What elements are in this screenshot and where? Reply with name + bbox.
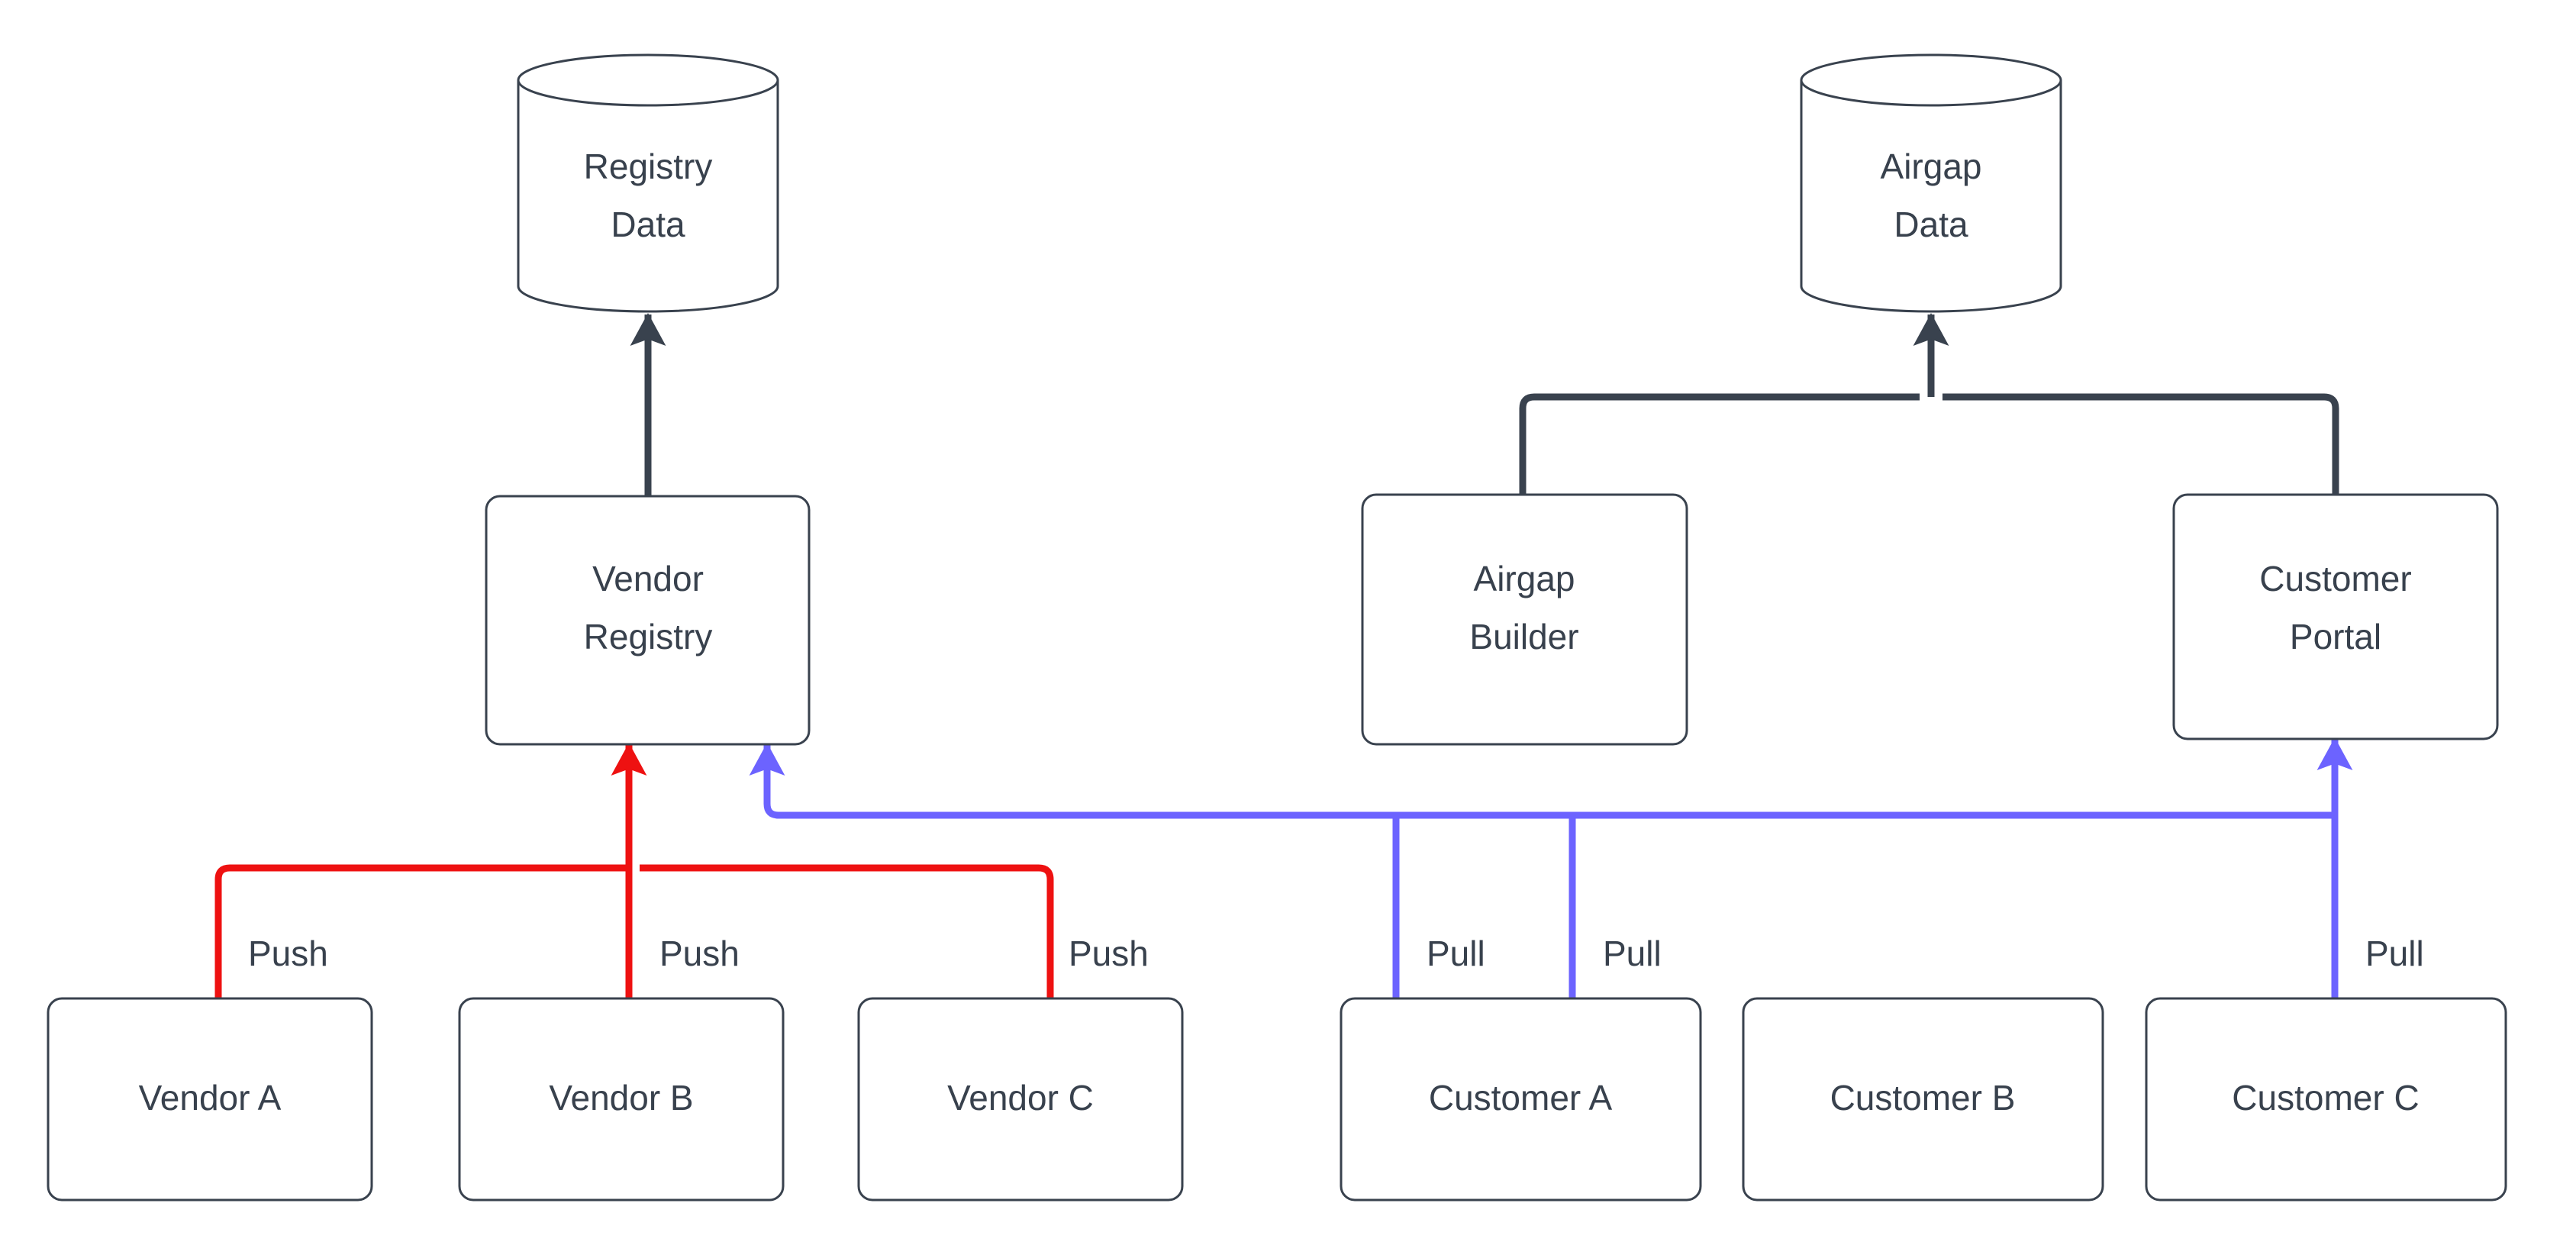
edge-push-bus bbox=[214, 743, 1054, 998]
node-customer-b[interactable]: Customer B bbox=[1742, 997, 2104, 1202]
node-registry-data[interactable]: Registry Data bbox=[517, 53, 779, 313]
airgap-data-label-line1: Airgap bbox=[1881, 147, 1982, 186]
node-customer-portal[interactable]: Customer Portal bbox=[2172, 493, 2499, 740]
node-customer-a[interactable]: Customer A bbox=[1340, 997, 1702, 1202]
node-vendor-a[interactable]: Vendor A bbox=[47, 997, 373, 1202]
customer-a-label: Customer A bbox=[1429, 1078, 1613, 1118]
vendor-registry-label-line1: Vendor bbox=[592, 559, 704, 598]
customer-c-label: Customer C bbox=[2232, 1078, 2419, 1118]
airgap-builder-label-line2: Builder bbox=[1469, 617, 1578, 656]
edge-airgap-builder-to-airgap-data bbox=[1519, 393, 1920, 495]
airgap-data-label-line2: Data bbox=[1894, 205, 1968, 244]
node-vendor-c[interactable]: Vendor C bbox=[857, 997, 1184, 1202]
node-airgap-builder[interactable]: Airgap Builder bbox=[1361, 493, 1688, 746]
edge-label-pull-customer-a: Pull bbox=[1427, 934, 1485, 973]
edge-label-pull-customer-c: Pull bbox=[2365, 934, 2424, 973]
edge-label-push-vendor-a: Push bbox=[248, 934, 328, 973]
airgap-builder-label-line1: Airgap bbox=[1474, 559, 1575, 598]
edge-customer-portal-to-airgap-data bbox=[1942, 393, 2339, 495]
customer-portal-label-line2: Portal bbox=[2290, 617, 2381, 656]
vendor-b-label: Vendor B bbox=[549, 1078, 693, 1118]
edge-label-push-vendor-c: Push bbox=[1069, 934, 1149, 973]
edge-pull-bus bbox=[749, 737, 2353, 998]
vendor-c-label: Vendor C bbox=[947, 1078, 1094, 1118]
edge-label-push-vendor-b: Push bbox=[659, 934, 740, 973]
customer-portal-label-line1: Customer bbox=[2259, 559, 2411, 598]
node-vendor-registry[interactable]: Vendor Registry bbox=[485, 495, 811, 746]
node-vendor-b[interactable]: Vendor B bbox=[458, 997, 785, 1202]
edge-label-pull-customer-b: Pull bbox=[1603, 934, 1662, 973]
node-customer-c[interactable]: Customer C bbox=[2145, 997, 2507, 1202]
vendor-registry-label-line2: Registry bbox=[584, 617, 713, 656]
vendor-a-label: Vendor A bbox=[139, 1078, 282, 1118]
registry-data-label-line2: Data bbox=[611, 205, 685, 244]
node-airgap-data[interactable]: Airgap Data bbox=[1800, 53, 2062, 313]
registry-data-label-line1: Registry bbox=[584, 147, 713, 186]
customer-b-label: Customer B bbox=[1830, 1078, 2016, 1118]
